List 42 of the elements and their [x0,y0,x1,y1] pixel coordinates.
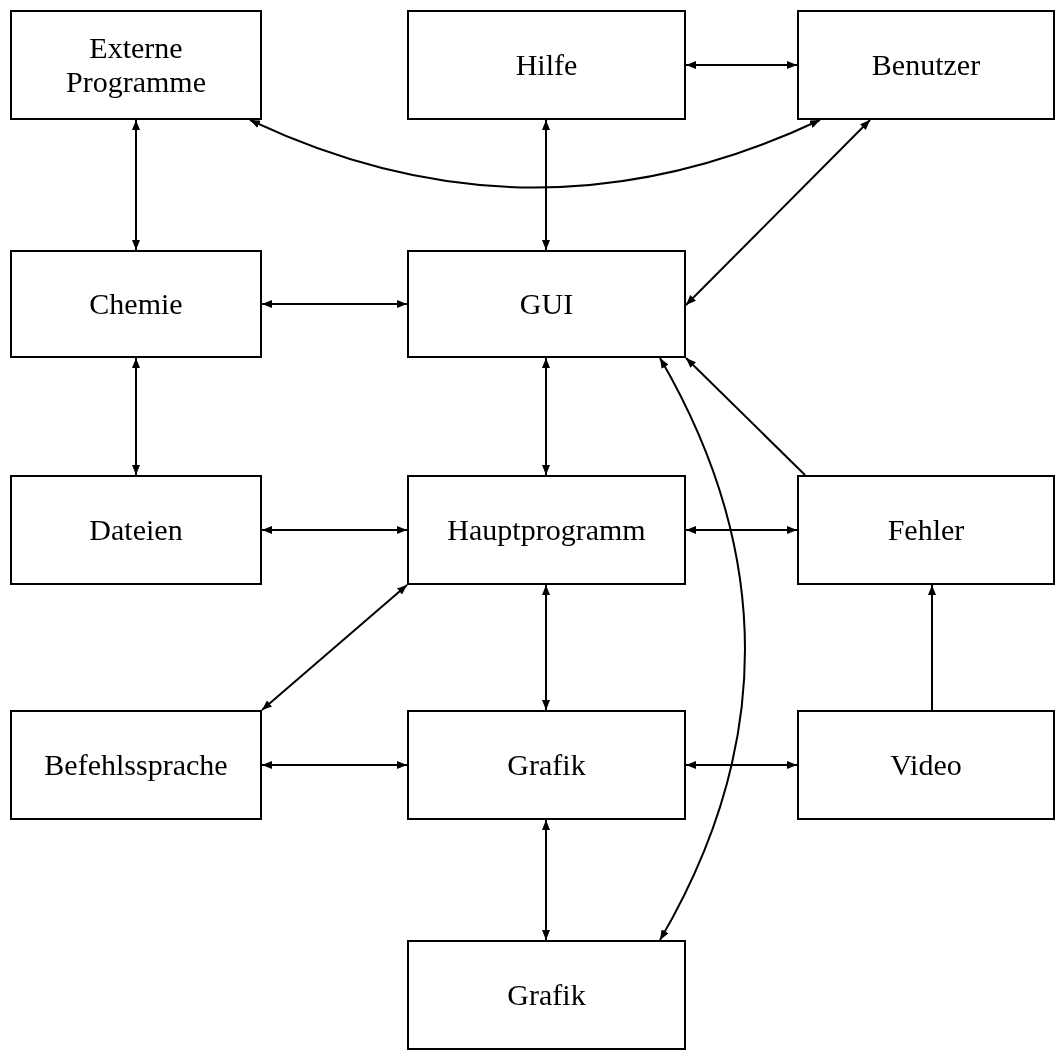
box-label: Benutzer [871,47,981,83]
process-box [10,710,262,820]
arrow [261,526,408,534]
process-box [797,10,1055,120]
box-label: Hauptprogramm [447,512,646,548]
box-label: Dateien [89,512,183,548]
arrow [685,357,806,476]
box-label: Chemie [89,286,183,322]
process-box [10,10,262,120]
process-box [797,710,1055,820]
process-box [10,250,262,358]
box-label: Grafik [507,747,586,783]
box-label: Befehlssprache [44,747,228,783]
process-box [407,710,686,820]
arrow [542,357,550,476]
arrow [261,300,408,308]
arrow [928,584,936,711]
box-label: GUI [519,286,574,322]
arrow [249,119,821,189]
arrow [685,61,798,69]
arrow [542,119,550,251]
arrow [542,819,550,941]
arrow [132,119,140,251]
box-label: Fehler [887,512,965,548]
process-box [407,475,686,585]
arrow [261,761,408,769]
process-box [407,10,686,120]
arrow [659,357,746,941]
box-label: Grafik [507,977,586,1013]
process-box [407,940,686,1050]
process-box [797,475,1055,585]
arrow [685,761,798,769]
box-label: Externe Programme [65,30,207,100]
process-box [10,475,262,585]
arrow [132,357,140,476]
arrow [542,584,550,711]
arrow [261,584,408,711]
arrow [685,526,798,534]
arrow [685,119,871,306]
box-label: Hilfe [515,47,578,83]
box-label: Video [890,747,962,783]
process-box [407,250,686,358]
